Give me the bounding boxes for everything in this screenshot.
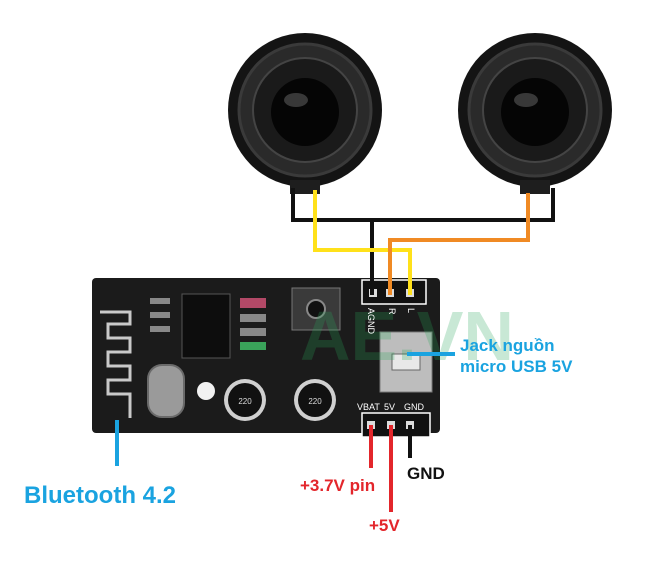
crystal <box>147 364 185 418</box>
pcb-antenna <box>100 310 132 418</box>
speaker-wires <box>291 188 555 295</box>
svg-text:AE.VN: AE.VN <box>300 297 514 375</box>
pin-label-5v: 5V <box>384 402 395 412</box>
label-gnd: GND <box>407 464 445 483</box>
svg-text:220: 220 <box>308 397 322 406</box>
speaker-right <box>458 33 612 194</box>
capacitor-1: 220 <box>224 379 266 421</box>
label-37v: +3.7V pin <box>300 476 376 495</box>
label-5v: +5V <box>369 516 400 535</box>
label-pointers <box>115 352 455 466</box>
capacitor-2: 220 <box>294 379 336 421</box>
wire-black-speakers <box>291 188 555 222</box>
pin-label-vbat: VBAT <box>357 402 380 412</box>
speaker-left <box>228 33 382 194</box>
pin-label-gnd: GND <box>404 402 425 412</box>
label-jack: Jack nguồn micro USB 5V <box>460 335 572 377</box>
svg-text:220: 220 <box>238 397 252 406</box>
bluetooth-board: 220 220 AE.VN AGND R L <box>92 278 514 438</box>
pin-label-l: L <box>406 308 416 313</box>
label-jack-line2: micro USB 5V <box>460 357 573 376</box>
label-jack-line1: Jack nguồn <box>460 336 555 355</box>
pin-label-r: R <box>387 308 397 315</box>
wire-yellow-l <box>313 190 412 295</box>
label-bluetooth: Bluetooth 4.2 <box>24 482 177 509</box>
power-wires <box>369 425 412 512</box>
wire-orange-r <box>388 193 530 295</box>
header-vbat-5v-gnd <box>361 412 431 438</box>
ic-chip <box>181 293 231 359</box>
pin-label-agnd: AGND <box>366 308 376 335</box>
